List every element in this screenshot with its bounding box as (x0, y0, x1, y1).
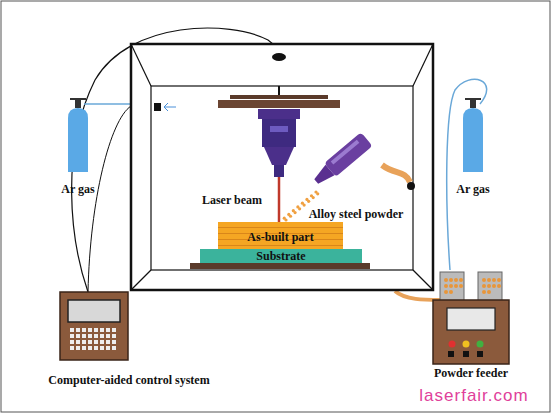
laser-beam (278, 177, 281, 222)
build-part: As-built part (218, 222, 343, 251)
chamber (131, 44, 433, 290)
gas-cylinder (463, 99, 483, 172)
control-wire (88, 106, 131, 292)
gas-cylinder (68, 99, 88, 172)
watermark: laserfair.com (419, 387, 528, 406)
gas-hose (447, 79, 487, 270)
unit-label: Computer-aided control system (48, 374, 209, 387)
node-label: Substrate (256, 250, 305, 262)
base-plate (190, 263, 370, 269)
powder-hose (395, 291, 440, 300)
chamber-port (272, 53, 286, 61)
gas-label: Ar gas (61, 183, 94, 196)
gas-hose (84, 103, 131, 105)
powder-nozzle (310, 132, 372, 188)
powder-feeder (433, 272, 509, 364)
chamber-back (151, 86, 413, 270)
unit-label: Powder feeder (434, 367, 508, 380)
part-label: Alloy steel powder (309, 208, 404, 221)
laser-mount (218, 100, 340, 108)
control-unit (60, 292, 128, 360)
powder-line (382, 165, 410, 182)
laser-head (262, 119, 296, 147)
gas-label: Ar gas (456, 183, 489, 196)
node-label: As-built part (247, 231, 313, 243)
substrate-plate: Substrate (200, 249, 362, 263)
part-label: Laser beam (202, 194, 262, 207)
gas-inlet (154, 103, 161, 111)
